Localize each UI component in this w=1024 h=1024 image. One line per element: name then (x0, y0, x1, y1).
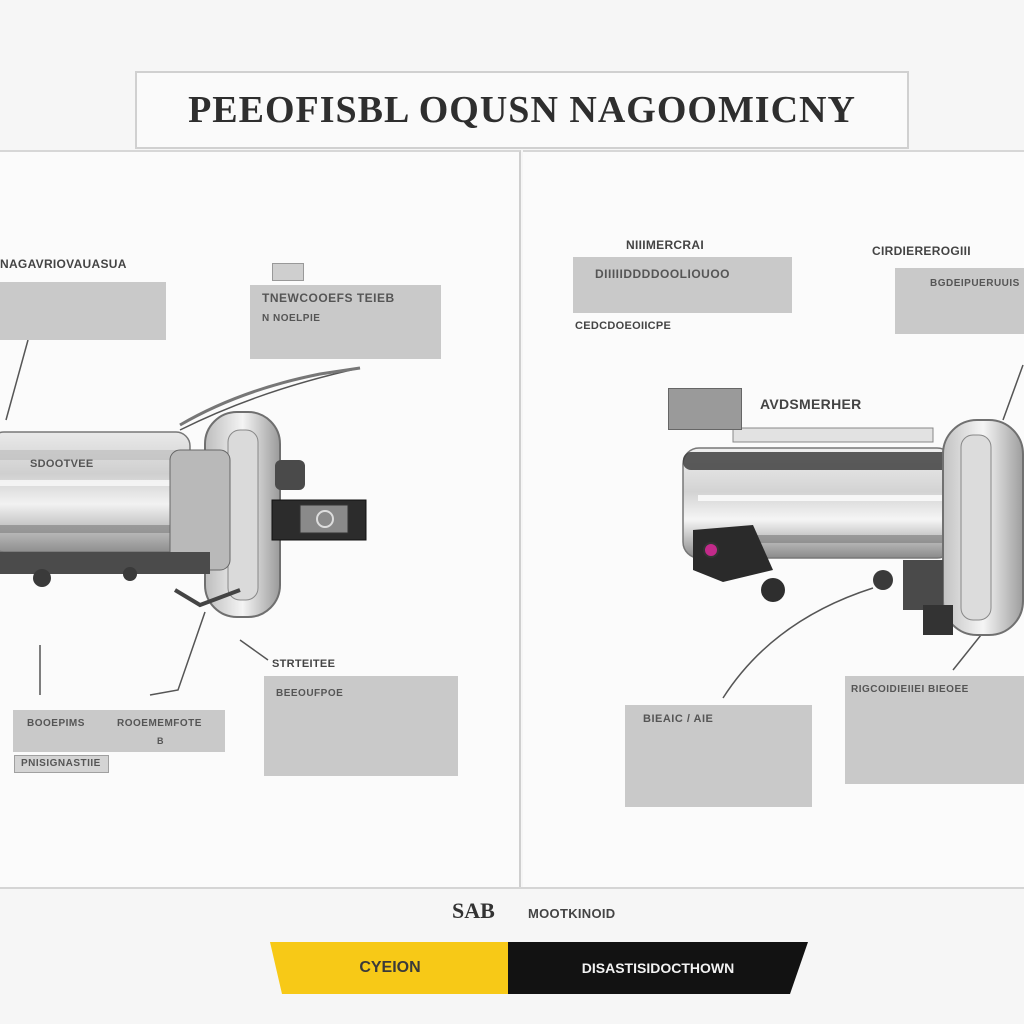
right-bottom-right-callout: RIGCOIDIEIIEI BIEOEE (845, 676, 1024, 784)
left-bottom-mid-sub: BEEOUFPOE (276, 688, 344, 699)
right-mid-thumbnail (668, 388, 742, 430)
right-top-left-callout: DIIIIIDDDDOOLIOUOO (573, 257, 792, 313)
left-top-label: NAGAVRIOVAUASUA (0, 257, 127, 271)
left-top-callout (0, 282, 166, 340)
left-bottom-left-callout: BOOEPIMS ROOEMEMFOTE B (13, 710, 225, 752)
left-bottom-left-label: BOOEPIMS (27, 718, 85, 729)
right-bottom-mid-text: BIEAIC / AIE (643, 713, 714, 725)
right-top-right-box-text: BGDEIPUERUUIS (930, 278, 1020, 289)
left-bottom-left-tab[interactable]: PNISIGNASTIIE (14, 755, 109, 773)
title-box: PEEOFISBL OQUSN NAGOOMICNY (135, 71, 909, 149)
left-top-mid-thumbnail (272, 263, 304, 281)
primary-action-button[interactable]: CYEION (270, 942, 510, 994)
left-bottom-left-mark: B (157, 736, 164, 746)
left-bottom-left-small: ROOEMEMFOTE (117, 718, 202, 729)
left-top-mid-callout: TNEWCOOEFS TEIEB N NOELPIE (250, 285, 441, 359)
right-bottom-mid-callout: BIEAIC / AIE (625, 705, 812, 807)
right-top-left-box-text: DIIIIIDDDDOOLIOUOO (595, 267, 730, 281)
right-top-left-sub: CEDCDOEOIICPE (575, 320, 672, 332)
right-top-right-callout: BGDEIPUERUUIS (895, 268, 1024, 334)
left-top-mid-header: TNEWCOOEFS TEIEB (262, 291, 395, 305)
right-top-right-title: CIRDIEREROGIII (872, 244, 971, 258)
footer-button-bar: CYEION DISASTISIDOCTHOWN (270, 942, 810, 994)
left-machine-illustration (0, 339, 367, 696)
left-bottom-mid-header: STRTEITEE (272, 658, 336, 670)
magenta-indicator-icon (703, 542, 719, 558)
page-title: PEEOFISBL OQUSN NAGOOMICNY (188, 89, 856, 131)
right-mid-label: AVDSMERHER (760, 396, 862, 412)
left-leader-lines (5, 339, 361, 696)
footer-code-left: SAB (452, 898, 495, 923)
bottom-divider (0, 887, 1024, 889)
left-top-mid-sub: N NOELPIE (262, 313, 321, 324)
left-bottom-mid-callout: BEEOUFPOE (264, 676, 458, 776)
left-body-label: SDOOTVEE (30, 458, 94, 470)
left-bottom-left-tab-label: PNISIGNASTIIE (21, 758, 101, 769)
right-top-left-title: NIIIMERCRAI (626, 238, 704, 252)
footer-code-right: MOOTKINOID (528, 906, 616, 921)
secondary-action-button[interactable]: DISASTISIDOCTHOWN (508, 942, 808, 994)
right-machine-illustration (682, 364, 1024, 699)
right-bottom-right-text: RIGCOIDIEIIEI BIEOEE (851, 684, 969, 695)
